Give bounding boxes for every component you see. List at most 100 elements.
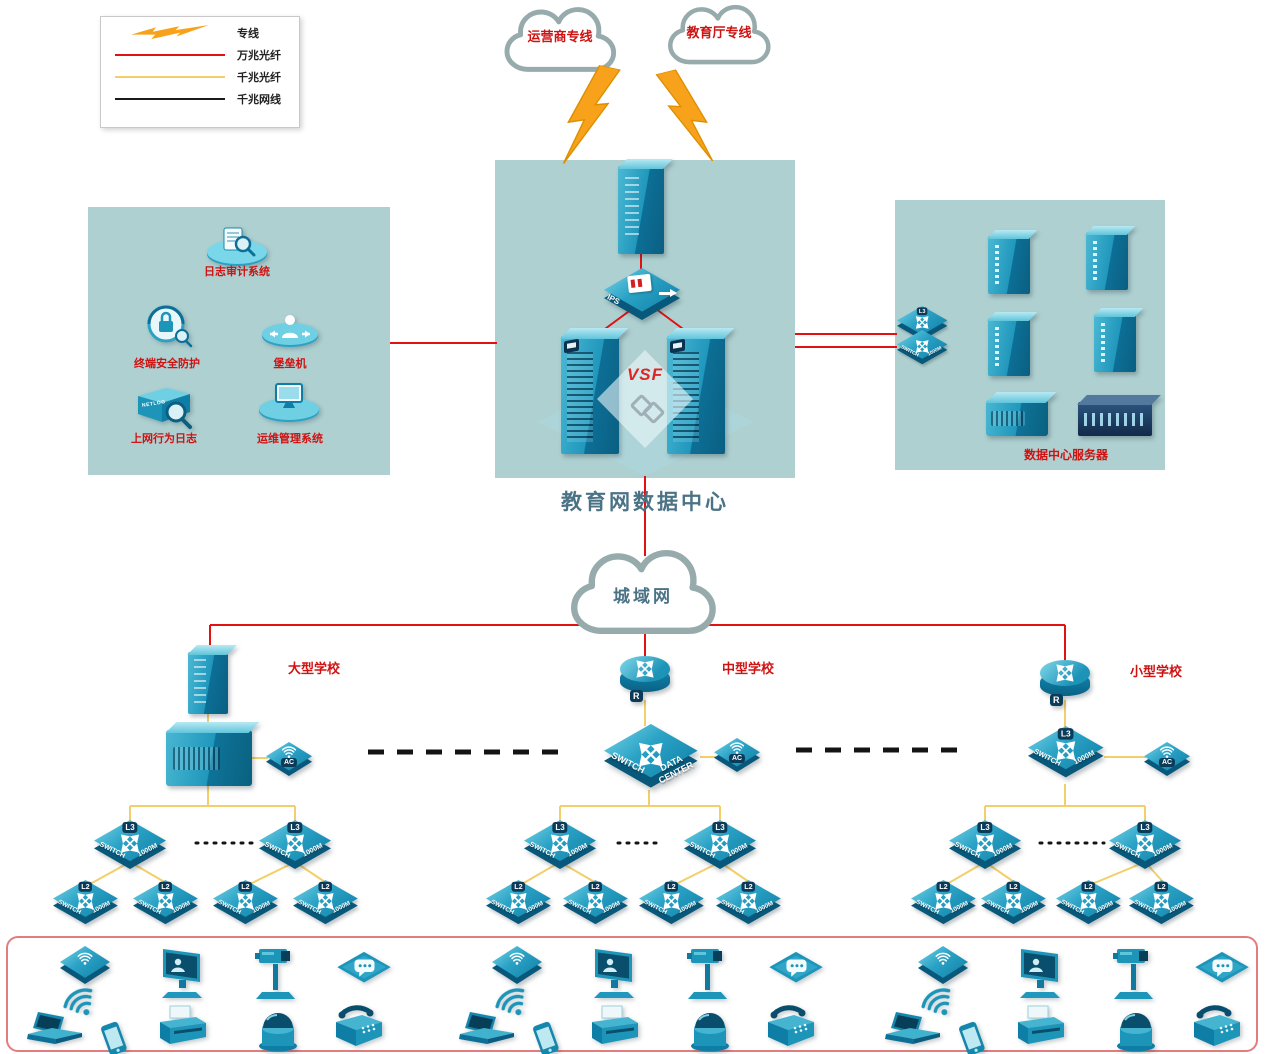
large-school-core-server: [166, 730, 252, 786]
l2-badge: L2: [1081, 882, 1096, 893]
datacenter-server-cabinet: [1086, 232, 1128, 290]
large-school-label: 大型学校: [288, 661, 341, 676]
endpoint-security-icon: [147, 305, 193, 348]
voip-icon: [336, 950, 392, 992]
router-badge: R: [630, 690, 643, 702]
man-cloud: 城域网: [533, 546, 753, 642]
red-line-icon: [111, 54, 229, 56]
medium-school-ac-controller: AC: [714, 738, 760, 772]
small-school-ac-controller: AC: [1144, 742, 1190, 776]
smartphone-icon: [524, 1020, 568, 1054]
vsf-label: VSF: [626, 364, 664, 384]
datacenter-server-cabinet: [988, 318, 1030, 376]
ac-badge: AC: [1158, 757, 1176, 767]
dome-camera-icon: [688, 1004, 732, 1052]
wlan-ap-icon: [492, 946, 542, 984]
wlan-ap-icon: [60, 946, 110, 984]
netlog-box-icon: [138, 388, 192, 429]
l3-badge: L3: [122, 822, 138, 834]
lightning-icon: [111, 25, 229, 41]
ptz-camera-icon: [1110, 944, 1158, 1002]
datacenter-server-cabinet: [988, 236, 1030, 294]
ac-badge: AC: [728, 753, 746, 763]
laptop-icon: [458, 1012, 516, 1052]
legend-row-1g-fiber: 千兆光纤: [101, 66, 299, 88]
printer-icon: [1014, 1004, 1068, 1050]
wlan-ap-icon: [918, 946, 968, 984]
server-zone-title: 数据中心服务器: [1023, 448, 1108, 462]
l3-badge: L3: [712, 822, 728, 834]
datacenter-server-cabinet: [1094, 314, 1136, 372]
laptop-icon: [884, 1012, 942, 1052]
wifi-icon: [934, 949, 952, 967]
l2-badge: L2: [936, 882, 951, 893]
legend-label: 万兆光纤: [237, 50, 281, 62]
datacenter-title: 教育网数据中心: [561, 490, 729, 514]
lightning-bolt-icon: [645, 62, 729, 172]
carrier-line-cloud: 运营商专线: [480, 4, 640, 78]
netlog-label: 上网行为日志: [131, 433, 197, 445]
l3-badge: L3: [916, 307, 928, 316]
laptop-icon: [26, 1012, 84, 1052]
voip-icon: [768, 950, 824, 992]
l2-badge: L2: [511, 882, 526, 893]
smartphone-icon: [950, 1020, 994, 1054]
l2-badge: L2: [741, 882, 756, 893]
l2-badge: L2: [664, 882, 679, 893]
carrier-cloud-label: 运营商专线: [527, 29, 593, 44]
small-school-core-switch: L3 SWITCH 1000M: [1028, 726, 1104, 778]
ptz-camera-icon: [252, 944, 300, 1002]
wifi-icon: [508, 949, 526, 967]
small-school-router: R: [1040, 660, 1090, 706]
router-arrows-icon: [635, 659, 655, 679]
l3-badge: L3: [1137, 822, 1153, 834]
vendor-chip-icon: [564, 338, 579, 354]
wifi-icon: [76, 949, 94, 967]
ptz-camera-icon: [684, 944, 732, 1002]
man-cloud-label: 城域网: [613, 587, 673, 606]
bastion-host-icon: [262, 315, 318, 347]
fax-icon: [762, 1002, 820, 1050]
l2-badge: L2: [588, 882, 603, 893]
l2-badge: L2: [238, 882, 253, 893]
vendor-chip-icon: [670, 338, 685, 354]
switch-arrows-icon: [915, 315, 930, 330]
desktop-icon: [590, 946, 644, 1002]
printer-icon: [156, 1004, 210, 1050]
log-audit-icon: [207, 227, 267, 266]
arrow-icon: [659, 289, 677, 297]
l2-badge: L2: [318, 882, 333, 893]
large-school-ac-controller: AC: [266, 742, 312, 776]
router-badge: R: [1050, 694, 1063, 706]
core-firewall-tower: [618, 166, 664, 254]
rack-switch: [1078, 402, 1152, 436]
ips-panel-icon: [627, 273, 652, 294]
l2-badge: L2: [1006, 882, 1021, 893]
ops-management-label: 运维管理系统: [257, 433, 323, 445]
l3-badge: L3: [287, 822, 303, 834]
server-zone-switch-lower: SWITCH 1000M: [897, 330, 948, 365]
smartphone-icon: [92, 1020, 136, 1054]
l3-badge: L3: [552, 822, 568, 834]
legend-row-1g-copper: 千兆网线: [101, 88, 299, 110]
legend: 专线 万兆光纤 千兆光纤 千兆网线: [100, 16, 300, 128]
medium-school-router: R: [620, 656, 670, 702]
